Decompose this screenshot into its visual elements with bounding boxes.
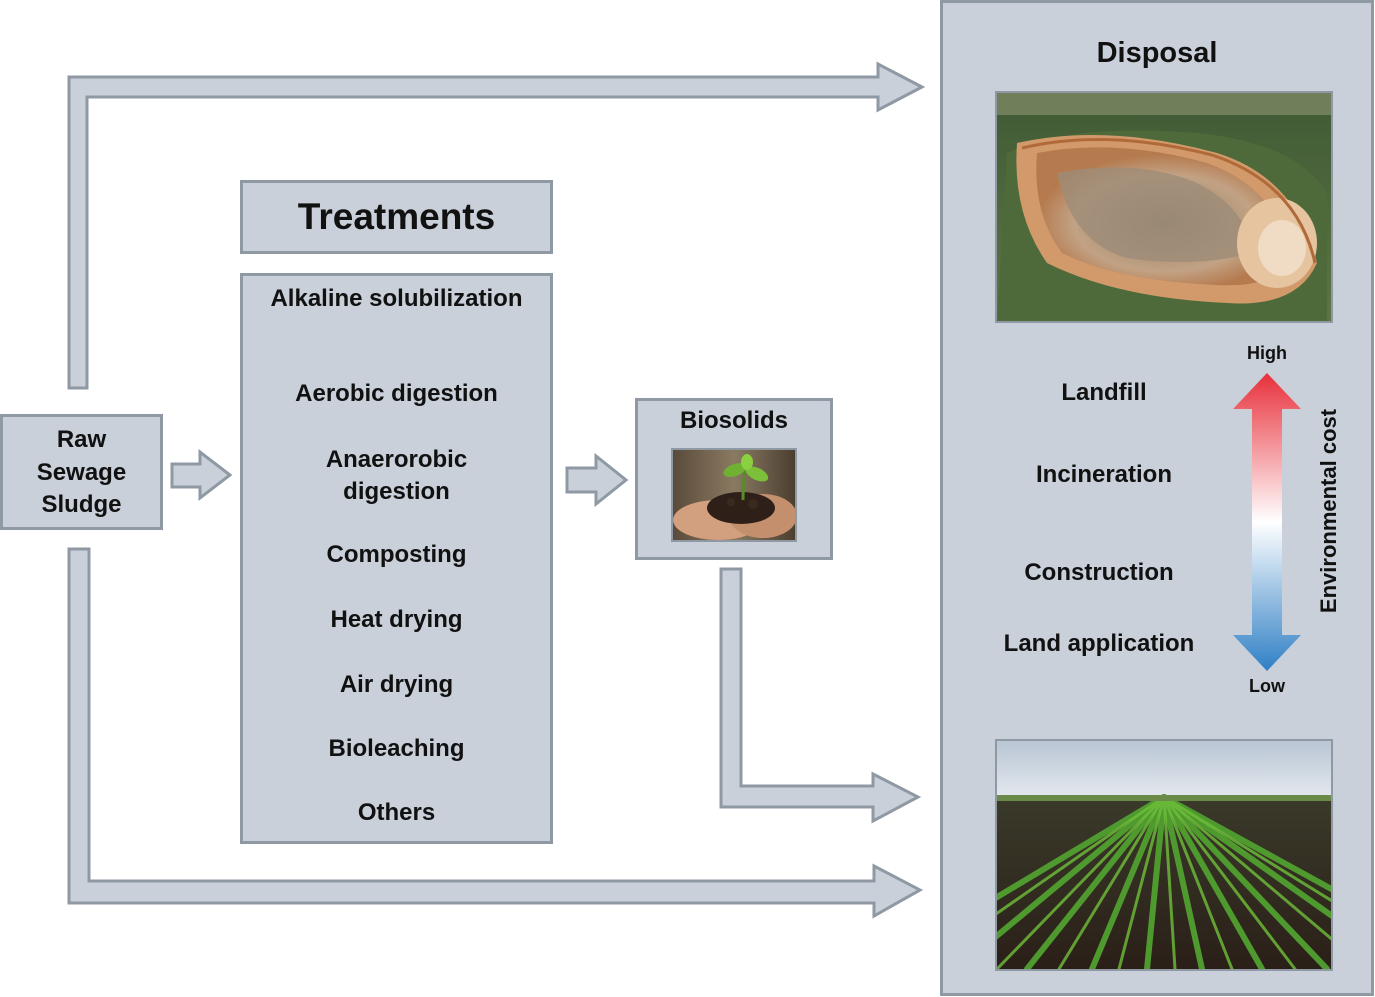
disposal-option-incineration: Incineration [1035,461,1173,488]
disposal-option-landfill: Landfill [1061,379,1147,406]
treatments-title-box: Treatments [240,180,553,254]
arrow-treatments-to-biosolids [565,452,629,508]
disposal-option-land-application: Land application [1003,630,1195,657]
treatment-item: Others [357,799,436,826]
treatment-item: Anaerorobic digestion [325,446,468,505]
treatment-item: Aerobic digestion [295,380,498,407]
biosolids-box: Biosolids [635,398,833,560]
disposal-panel: Disposal Landfill Incineration Construct… [940,0,1374,996]
treatment-item: Alkaline solubilization [270,285,523,312]
crop-field-image [995,739,1333,971]
scale-high-label: High [1247,343,1287,363]
raw-line-1: Raw [56,426,107,453]
disposal-title: Disposal [1096,37,1218,69]
disposal-option-construction: Construction [1024,559,1174,586]
arrow-raw-to-treatments [170,448,233,502]
scale-low-label: Low [1249,676,1285,696]
treatments-title: Treatments [297,196,496,237]
landfill-aerial-image [995,91,1333,323]
treatment-item: Air drying [339,671,454,698]
treatment-item: Bioleaching [328,735,465,762]
environmental-cost-double-arrow [1233,373,1301,671]
treatment-item: Heat drying [330,606,463,633]
seedling-in-hands-image [671,448,797,542]
treatment-item: Composting [326,541,467,568]
environmental-cost-axis-label: Environmental cost [1316,408,1341,614]
biosolids-title: Biosolids [679,407,788,434]
raw-sludge-box: Raw Sewage Sludge [0,414,163,530]
arrow-raw-to-disposal-top [67,61,926,390]
treatments-list-box: Alkaline solubilization Aerobic digestio… [240,273,553,844]
raw-line-3: Sludge [41,491,122,518]
raw-line-2: Sewage [36,459,127,486]
arrow-raw-to-land [67,547,924,919]
arrow-biosolids-to-land [719,567,922,824]
